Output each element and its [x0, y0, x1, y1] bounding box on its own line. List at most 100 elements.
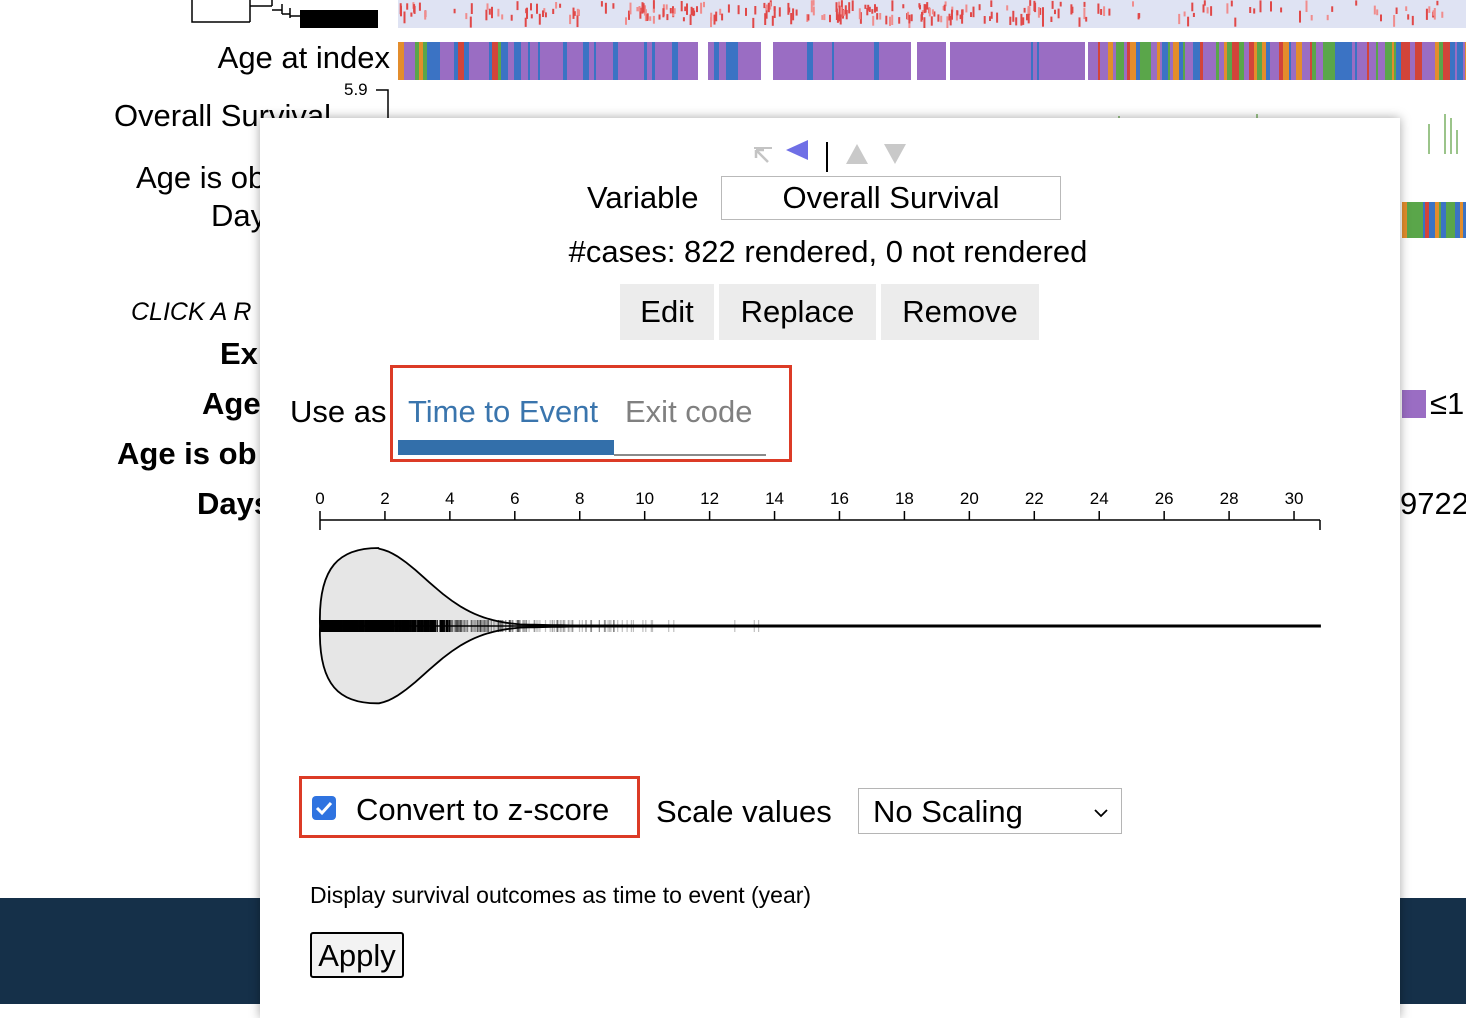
go-to-top-left-icon[interactable] [752, 146, 774, 168]
age-cell [1443, 42, 1450, 80]
down-arrow-icon[interactable] [882, 142, 908, 166]
heatmap-cell [703, 1, 705, 8]
display-description: Display survival outcomes as time to eve… [310, 882, 812, 908]
age-cell [923, 42, 926, 80]
zscore-label[interactable]: Convert to z-score [356, 792, 610, 827]
heatmap-cell [989, 16, 991, 21]
x-axis-tick-label: 4 [445, 489, 454, 508]
age-cell [1254, 42, 1257, 80]
x-axis-tick-label: 12 [700, 489, 719, 508]
heatmap-cell [875, 6, 878, 12]
days-cell [1407, 202, 1410, 238]
heatmap-cell [524, 17, 527, 27]
age-cell [666, 42, 672, 80]
age-cell [534, 42, 538, 80]
row-label-age-at-index[interactable]: Age at index [217, 40, 390, 75]
age-cell [1037, 42, 1039, 80]
heatmap-cell [690, 6, 693, 15]
age-cell [1033, 42, 1037, 80]
row-label-days[interactable]: Day [211, 198, 267, 233]
tab-exit-code[interactable]: Exit code [625, 394, 753, 429]
heatmap-cell [1280, 7, 1283, 13]
expression-heatmap[interactable] [398, 0, 1466, 28]
legend-age-value[interactable]: ≤1 [1430, 386, 1465, 421]
heatmap-cell [1027, 5, 1030, 15]
age-cell [1122, 42, 1124, 80]
heatmap-cell [844, 5, 847, 15]
age-cell [1378, 42, 1385, 80]
left-arrow-icon[interactable] [784, 138, 810, 162]
heatmap-cell [453, 8, 456, 14]
heatmap-cell [559, 3, 562, 8]
legend-title-age: Age [202, 386, 261, 421]
age-cell [1266, 42, 1270, 80]
heatmap-cell [1393, 15, 1396, 27]
age-cell [1130, 42, 1136, 80]
heatmap-cell [424, 10, 427, 20]
heatmap-cell [876, 13, 879, 20]
edit-button[interactable]: Edit [620, 284, 714, 340]
heatmap-cell [1441, 11, 1444, 18]
age-cell [1335, 42, 1342, 80]
heatmap-cell [1203, 0, 1206, 6]
heatmap-cell [838, 12, 841, 22]
age-cell [1352, 42, 1355, 80]
age-cell [1408, 42, 1410, 80]
age-cell [816, 42, 822, 80]
heatmap-cell [845, 9, 848, 20]
days-cell [1425, 202, 1429, 238]
tab-time-to-event[interactable]: Time to Event [408, 394, 599, 429]
heatmap-cell [1057, 8, 1060, 19]
scale-values-selected: No Scaling [873, 794, 1023, 829]
heatmap-cell [1259, 0, 1262, 13]
age-cell [1023, 42, 1028, 80]
heatmap-cell [851, 0, 854, 12]
heatmap-cell [838, 1, 841, 8]
age-cell [708, 42, 711, 80]
age-cell [1021, 42, 1023, 80]
zscore-checkbox[interactable] [312, 796, 336, 820]
apply-button[interactable]: Apply [310, 932, 404, 978]
scale-values-select[interactable]: No Scaling [858, 788, 1122, 834]
age-cell [680, 42, 687, 80]
age-cell [1168, 42, 1170, 80]
age-cell [447, 42, 454, 80]
days-track[interactable] [1402, 202, 1466, 238]
heatmap-cell [836, 14, 839, 23]
age-cell [1039, 42, 1045, 80]
heatmap-cell [788, 7, 791, 13]
heatmap-cell [812, 6, 815, 16]
heatmap-cell [696, 6, 698, 13]
remove-button[interactable]: Remove [881, 284, 1039, 340]
heatmap-cell [859, 12, 862, 24]
age-cell [1061, 42, 1068, 80]
heatmap-cell [686, 3, 688, 15]
heatmap-cell [1249, 7, 1252, 13]
heatmap-cell [1023, 7, 1026, 13]
heatmap-cell [1206, 7, 1209, 14]
age-cell [756, 42, 759, 80]
heatmap-cell [864, 4, 867, 9]
row-label-age-is-obfuscated[interactable]: Age is ob [136, 160, 266, 195]
variable-name-field[interactable]: Overall Survival [721, 176, 1061, 220]
age-cell [1031, 42, 1033, 80]
age-cell [501, 42, 508, 80]
age-cell [423, 42, 427, 80]
age-cell [1051, 42, 1054, 80]
age-cell [1098, 42, 1100, 80]
heatmap-cell [898, 17, 901, 24]
days-cell [1439, 202, 1441, 238]
legend-days-value[interactable]: 9722 [1400, 486, 1466, 521]
heatmap-cell [842, 9, 844, 19]
checkmark-icon [315, 801, 333, 816]
x-axis-tick-label: 6 [510, 489, 519, 508]
age-cell [892, 42, 894, 80]
heatmap-cell [867, 4, 870, 11]
age-cell [1362, 42, 1367, 80]
age-at-index-track[interactable] [398, 42, 1466, 80]
age-cell [1323, 42, 1330, 80]
up-arrow-icon[interactable] [844, 142, 870, 166]
legend-age-swatch[interactable] [1402, 390, 1426, 418]
replace-button[interactable]: Replace [719, 284, 876, 340]
